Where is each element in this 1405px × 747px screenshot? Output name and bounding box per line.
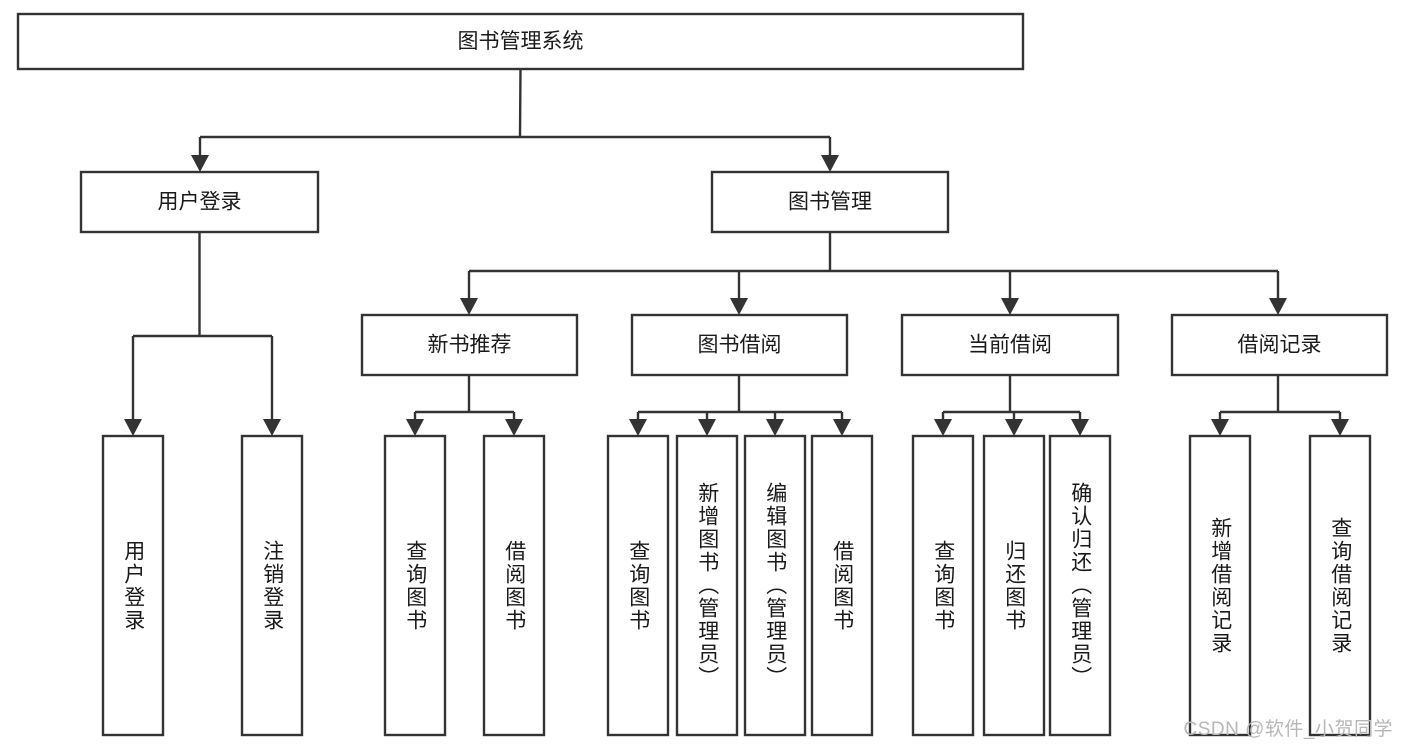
node-level2-2	[900, 313, 1120, 377]
node-level2-1-label: 图书借阅	[698, 334, 782, 357]
root-to-level1-arrow-0-head	[191, 155, 209, 172]
leaf-arrow-1-0-head	[629, 419, 647, 436]
manage-to-level2-arrow-3-head	[1269, 298, 1287, 315]
leaf-arrow-1-2-head	[766, 419, 784, 436]
leaf-arrow-3-0-head	[1211, 419, 1229, 436]
root-drop-line	[518, 68, 522, 138]
node-root	[16, 12, 1025, 71]
node-level1-0	[79, 170, 320, 234]
csdn-watermark: CSDN @软件_小贺同学	[1183, 719, 1393, 740]
node-leaf-12	[1308, 434, 1372, 737]
root-to-level1-arrow-1-head	[821, 155, 839, 172]
node-level1-1	[710, 170, 950, 234]
node-leaf-9	[982, 434, 1046, 737]
node-leaf-7	[810, 434, 874, 737]
node-level2-1	[630, 313, 849, 377]
node-leaf-11	[1188, 434, 1252, 737]
node-leaf-3	[482, 434, 546, 737]
manage-to-level2-arrow-1-head	[730, 298, 748, 315]
leaf-arrow-1-1-head	[698, 419, 716, 436]
manage-to-level2-arrow-0-head	[460, 298, 478, 315]
leaf-arrow-2-2-head	[1071, 419, 1089, 436]
leaf-arrow-0-0-head	[406, 419, 424, 436]
node-leaf-6	[743, 434, 807, 737]
node-level2-0	[360, 313, 579, 377]
node-leaf-10	[1048, 434, 1112, 737]
node-level2-3-label: 借阅记录	[1238, 334, 1322, 357]
node-leaf-5	[675, 434, 739, 737]
leaf-arrow-3-1-head	[1331, 419, 1349, 436]
login-to-leaf-arrow-1-head	[263, 419, 281, 436]
boxes-layer	[16, 12, 1389, 737]
node-level1-0-label: 用户登录	[158, 191, 242, 214]
node-level2-2-label: 当前借阅	[968, 334, 1052, 357]
node-root-label: 图书管理系统	[458, 30, 584, 53]
leaf-arrow-2-0-head	[934, 419, 952, 436]
manage-to-level2-arrow-2-head	[1001, 298, 1019, 315]
connectors-layer	[124, 68, 1349, 436]
login-to-leaf-arrow-0-head	[124, 419, 142, 436]
node-leaf-1	[240, 434, 304, 737]
node-leaf-8	[911, 434, 975, 737]
node-level2-0-label: 新书推荐	[428, 334, 512, 357]
node-leaf-4	[606, 434, 670, 737]
leaf-arrow-2-1-head	[1005, 419, 1023, 436]
node-level2-3	[1170, 313, 1389, 377]
leaf-arrow-1-3-head	[833, 419, 851, 436]
node-leaf-0	[101, 434, 165, 737]
leaf-arrow-0-1-head	[505, 419, 523, 436]
node-level1-1-label: 图书管理	[788, 191, 872, 214]
node-leaf-2	[383, 434, 447, 737]
